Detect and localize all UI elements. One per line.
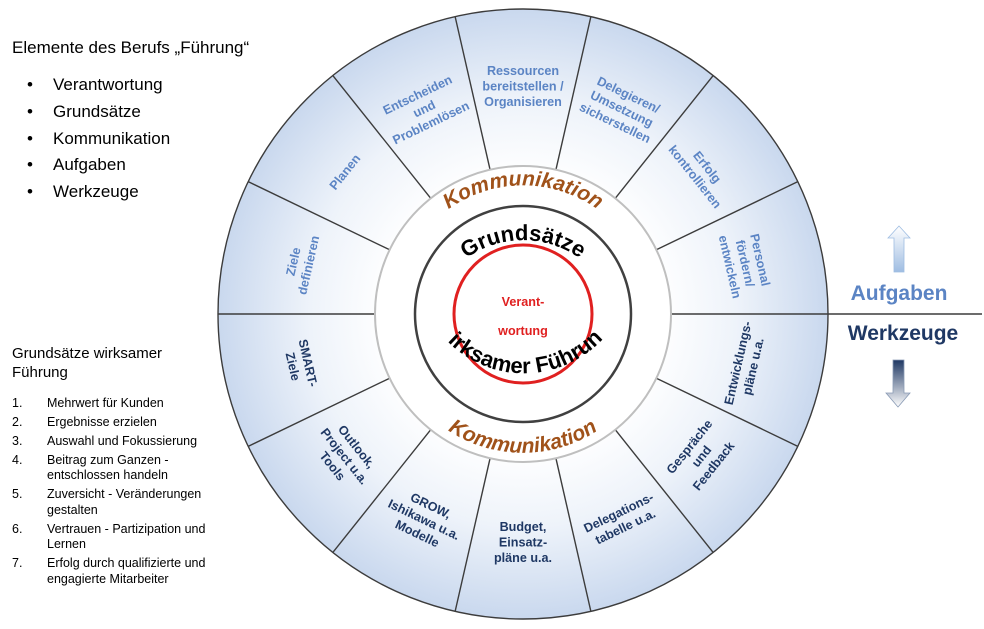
segment-divider	[454, 16, 491, 170]
segment-divider	[332, 429, 432, 553]
tasks-label: Aufgaben	[851, 282, 948, 305]
principle-number: 5.	[12, 487, 23, 502]
elements-list: Verantwortung Grundsätze Kommunikation A…	[12, 72, 342, 206]
segment-divider	[247, 181, 390, 251]
principle-number: 3.	[12, 433, 23, 448]
principle-item: 1. Mehrwert für Kunden	[12, 396, 262, 412]
principle-item: 2. Ergebnisse erzielen	[12, 415, 262, 431]
elements-item: Verantwortung	[27, 72, 342, 99]
elements-item: Werkzeuge	[27, 179, 342, 206]
principle-text: Auswahl und Fokussierung	[47, 433, 198, 448]
segment-divider	[555, 16, 592, 170]
segment-divider	[555, 458, 592, 612]
elements-section: Elemente des Berufs „Führung“ Verantwort…	[12, 38, 342, 206]
principle-number: 6.	[12, 521, 23, 536]
principle-text: Zuversicht - Veränderungen gestalten	[47, 487, 202, 517]
tools-label: Werkzeuge	[848, 322, 959, 345]
principles-section: Grundsätze wirksamer Führung 1. Mehrwert …	[12, 344, 262, 591]
segment-divider	[454, 458, 491, 612]
principle-text: Beitrag zum Ganzen - entschlossen handel…	[47, 452, 169, 483]
segment-divider	[614, 75, 714, 199]
principles-title: Grundsätze wirksamer Führung	[12, 345, 163, 381]
principle-text: Ergebnisse erzielen	[47, 414, 157, 429]
arrow-up-icon	[887, 225, 911, 273]
principle-item: 4. Beitrag zum Ganzen - entschlossen hand…	[12, 453, 262, 484]
principle-item: 7. Erfolg durch qualifizierte und engagie…	[12, 556, 262, 587]
center-line-1: Verant-	[502, 295, 545, 309]
elements-title: Elemente des Berufs „Führung“	[12, 38, 250, 57]
principles-list: 1. Mehrwert für Kunden 2. Ergebnisse erzie…	[12, 396, 262, 587]
arrow-down-icon	[885, 359, 911, 408]
responsibility-ring	[452, 243, 594, 385]
principle-item: 6. Vertrauen - Partizipation und Lernen	[12, 522, 262, 553]
principle-number: 2.	[12, 414, 23, 429]
principle-number: 1.	[12, 396, 23, 410]
segment-divider	[247, 377, 390, 447]
principle-item: 3. Auswahl und Fokussierung	[12, 434, 262, 450]
principle-text: Erfolg durch qualifizierte und engagiert…	[47, 556, 206, 586]
principle-text: Vertrauen - Partizipation und Lernen	[47, 521, 206, 552]
elements-item: Grundsätze	[27, 99, 342, 126]
segment-divider	[656, 181, 799, 251]
elements-item: Kommunikation	[27, 126, 342, 153]
segment-divider	[614, 429, 714, 553]
principle-item: 5. Zuversicht - Veränderungen gestalten	[12, 487, 262, 518]
center-line-2: wortung	[497, 324, 548, 338]
wheel-spokes	[218, 16, 828, 612]
elements-item: Aufgaben	[27, 152, 342, 179]
segment-divider	[656, 377, 799, 447]
principle-number: 4.	[12, 452, 23, 467]
tool-segment-label: Budget,Einsatz-pläne u.a.	[494, 520, 552, 565]
principle-number: 7.	[12, 556, 23, 571]
principle-text: Mehrwert für Kunden	[47, 396, 164, 410]
segment-divider	[332, 75, 432, 199]
